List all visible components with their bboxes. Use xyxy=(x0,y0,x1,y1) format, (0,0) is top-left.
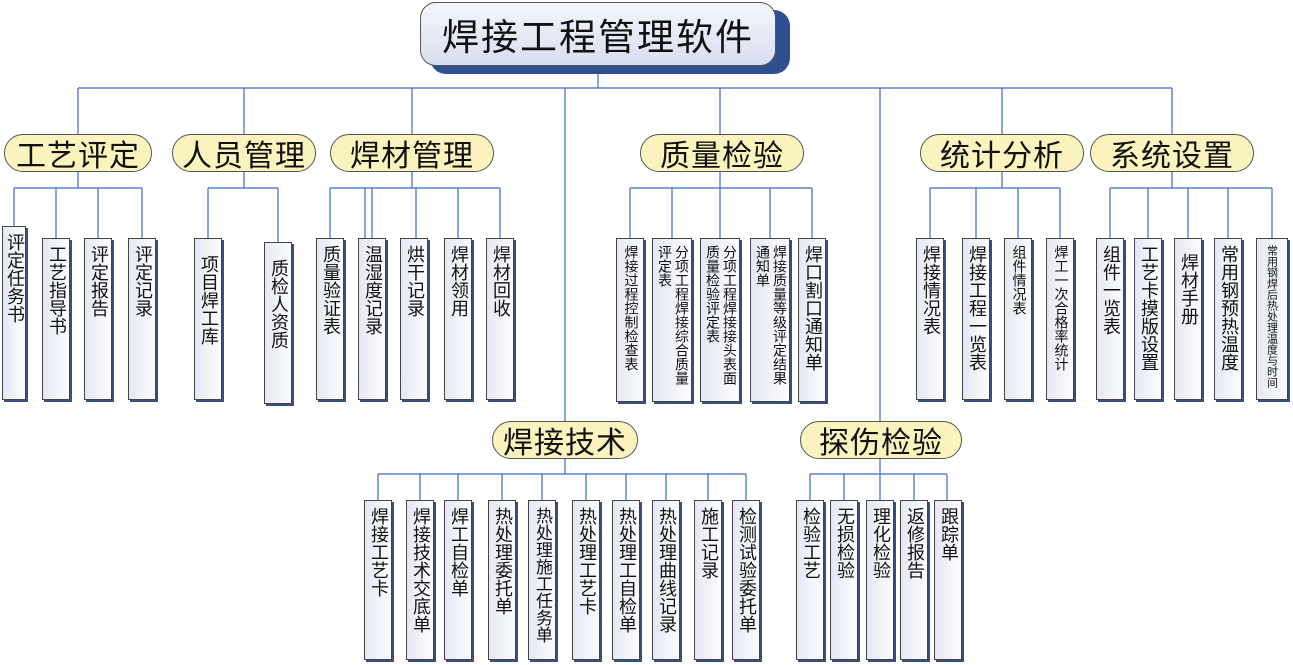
leaf-gongyi-3[interactable]: 评定报告 xyxy=(84,238,112,400)
leaf-zhiliang-1[interactable]: 焊接过程控制检查表 xyxy=(616,238,644,402)
leaf-zhiliang-2[interactable]: 分项工程焊接综合质量评定表 xyxy=(652,238,692,402)
category-tongji[interactable]: 统计分析 xyxy=(920,134,1084,174)
leaf-zhiliang-4[interactable]: 焊接质量等级评定结果通知单 xyxy=(750,238,790,402)
leaf-label: 焊接技术交底单 xyxy=(410,507,431,633)
leaf-label: 热处理工自检单 xyxy=(616,507,637,633)
leaf-label: 焊材回收 xyxy=(490,245,511,317)
leaf-label: 组件一览表 xyxy=(1100,245,1121,335)
leaf-hanjie-3[interactable]: 焊工自检单 xyxy=(444,500,472,660)
app-title: 焊接工程管理软件 xyxy=(420,2,776,66)
leaf-xitong-4[interactable]: 常用钢预热温度 xyxy=(1214,238,1242,400)
leaf-hancai-4[interactable]: 焊材领用 xyxy=(444,238,472,400)
leaf-label: 常用钢焊后热处理温度与时间 xyxy=(1265,245,1279,388)
leaf-label: 返修报告 xyxy=(904,507,925,579)
leaf-label: 检验工艺 xyxy=(800,507,821,579)
leaf-hancai-1[interactable]: 质量验证表 xyxy=(316,238,344,400)
leaf-hanjie-2[interactable]: 焊接技术交底单 xyxy=(406,500,434,660)
category-hancai[interactable]: 焊材管理 xyxy=(330,134,494,174)
leaf-zhiliang-3[interactable]: 分项工程焊接接头表面质量检验评定表 xyxy=(700,238,740,402)
leaf-hanjie-4[interactable]: 热处理委托单 xyxy=(488,500,516,660)
leaf-label: 焊接过程控制检查表 xyxy=(622,245,639,371)
leaf-tanshang-4[interactable]: 返修报告 xyxy=(900,500,928,660)
leaf-label: 质量验证表 xyxy=(320,245,341,335)
leaf-hanjie-7[interactable]: 热处理工自检单 xyxy=(612,500,640,660)
leaf-label: 热处理曲线记录 xyxy=(656,507,677,633)
leaf-label: 焊工自检单 xyxy=(448,507,469,597)
leaf-renyuan-1[interactable]: 项目焊工库 xyxy=(194,238,222,400)
leaf-label: 焊接工艺卡 xyxy=(368,507,389,597)
category-tanshang[interactable]: 探伤检验 xyxy=(800,421,962,461)
leaf-zhiliang-5[interactable]: 焊口割口通知单 xyxy=(798,238,826,402)
leaf-label: 焊口割口通知单 xyxy=(802,245,823,371)
leaf-label: 施工记录 xyxy=(698,507,719,579)
leaf-label: 热处理工艺卡 xyxy=(576,507,597,615)
leaf-xitong-2[interactable]: 工艺卡摸版设置 xyxy=(1134,238,1162,400)
leaf-hanjie-10[interactable]: 检测试验委托单 xyxy=(732,500,760,660)
leaf-hancai-2[interactable]: 温湿度记录 xyxy=(358,238,386,400)
leaf-label: 烘干记录 xyxy=(404,245,425,317)
leaf-hanjie-5[interactable]: 热处理施工任务单 xyxy=(528,500,556,660)
leaf-gongyi-4[interactable]: 评定记录 xyxy=(128,238,156,400)
leaf-tanshang-3[interactable]: 理化检验 xyxy=(866,500,894,660)
leaf-gongyi-2[interactable]: 工艺指导书 xyxy=(42,238,70,400)
leaf-xitong-1[interactable]: 组件一览表 xyxy=(1096,238,1124,400)
category-zhiliang[interactable]: 质量检验 xyxy=(640,134,804,174)
leaf-label: 检测试验委托单 xyxy=(736,507,757,633)
leaf-label: 焊接质量等级评定结果通知单 xyxy=(754,245,787,385)
leaf-label: 跟踪单 xyxy=(938,507,959,561)
leaf-tongji-2[interactable]: 焊接工程一览表 xyxy=(962,238,990,400)
leaf-label: 焊接工程一览表 xyxy=(966,245,987,371)
leaf-tongji-3[interactable]: 组件情况表 xyxy=(1004,238,1032,400)
leaf-tanshang-2[interactable]: 无损检验 xyxy=(830,500,858,660)
leaf-label: 工艺指导书 xyxy=(46,245,67,335)
leaf-label: 常用钢预热温度 xyxy=(1218,245,1239,371)
leaf-hanjie-1[interactable]: 焊接工艺卡 xyxy=(364,500,392,660)
leaf-label: 热处理委托单 xyxy=(492,507,513,615)
leaf-tongji-4[interactable]: 焊工一次合格率统计 xyxy=(1046,238,1074,400)
leaf-label: 工艺卡摸版设置 xyxy=(1138,245,1159,371)
leaf-label: 无损检验 xyxy=(834,507,855,579)
leaf-label: 分项工程焊接接头表面质量检验评定表 xyxy=(704,245,737,385)
leaf-xitong-5[interactable]: 常用钢焊后热处理温度与时间 xyxy=(1256,238,1288,400)
leaf-hanjie-9[interactable]: 施工记录 xyxy=(694,500,722,660)
leaf-hancai-3[interactable]: 烘干记录 xyxy=(400,238,428,400)
leaf-hancai-5[interactable]: 焊材回收 xyxy=(486,238,514,400)
leaf-label: 温湿度记录 xyxy=(362,245,383,335)
leaf-label: 项目焊工库 xyxy=(198,255,219,345)
leaf-hanjie-8[interactable]: 热处理曲线记录 xyxy=(652,500,680,660)
leaf-label: 组件情况表 xyxy=(1010,245,1027,315)
leaf-label: 焊材领用 xyxy=(448,245,469,317)
leaf-tongji-1[interactable]: 焊接情况表 xyxy=(916,238,944,400)
leaf-label: 热处理施工任务单 xyxy=(532,507,552,643)
leaf-label: 理化检验 xyxy=(870,507,891,579)
leaf-tanshang-1[interactable]: 检验工艺 xyxy=(796,500,824,660)
leaf-hanjie-6[interactable]: 热处理工艺卡 xyxy=(572,500,600,660)
category-xitong[interactable]: 系统设置 xyxy=(1090,134,1254,174)
category-gongyi[interactable]: 工艺评定 xyxy=(4,134,152,174)
leaf-label: 焊接情况表 xyxy=(920,245,941,335)
category-hanjie[interactable]: 焊接技术 xyxy=(492,421,638,461)
leaf-tanshang-5[interactable]: 跟踪单 xyxy=(934,500,962,660)
leaf-label: 评定报告 xyxy=(88,245,109,317)
leaf-xitong-3[interactable]: 焊材手册 xyxy=(1174,238,1202,400)
leaf-label: 焊工一次合格率统计 xyxy=(1052,245,1069,371)
leaf-gongyi-1[interactable]: 评定任务书 xyxy=(2,226,26,400)
category-renyuan[interactable]: 人员管理 xyxy=(172,134,316,174)
leaf-label: 分项工程焊接综合质量评定表 xyxy=(656,245,689,385)
leaf-label: 焊材手册 xyxy=(1178,253,1199,325)
leaf-label: 评定任务书 xyxy=(4,233,25,323)
leaf-label: 评定记录 xyxy=(132,245,153,317)
leaf-renyuan-2[interactable]: 质检人资质 xyxy=(264,242,292,404)
leaf-label: 质检人资质 xyxy=(268,259,289,349)
